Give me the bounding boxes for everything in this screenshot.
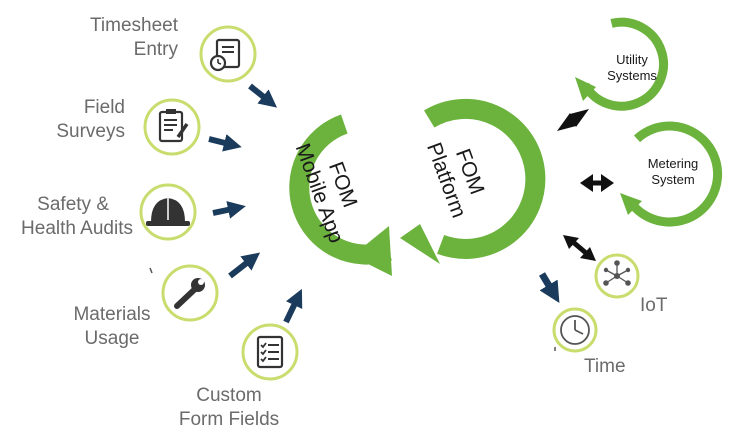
metering-system-ring <box>620 121 723 227</box>
utility-line2: Systems <box>607 68 657 83</box>
label-materials-line1: Materials <box>73 304 151 325</box>
label-field-surveys-line2: Surveys <box>56 121 125 142</box>
label-timesheet-line2: Entry <box>133 39 178 60</box>
icon-field-surveys <box>143 98 201 156</box>
arrow-custom-forms <box>283 288 303 324</box>
metering-line2: System <box>651 172 695 187</box>
utility-line1: Utility <box>616 52 648 67</box>
metering-line1: Metering <box>647 156 699 171</box>
label-custom-line2: Form Fields <box>178 409 280 430</box>
label-materials-usage: Materials Usage <box>60 303 164 351</box>
label-metering-system: Metering System <box>633 156 713 188</box>
double-arrow-utility <box>557 109 589 131</box>
label-custom-line1: Custom <box>196 385 262 406</box>
double-arrows <box>557 109 614 261</box>
label-timesheet-entry: Timesheet Entry <box>90 14 178 62</box>
double-arrow-iot <box>563 235 596 261</box>
platform-ring-arrowhead <box>400 224 440 264</box>
icon-safety-audits <box>139 183 197 241</box>
fom-platform-ring <box>400 99 546 264</box>
label-utility-systems: Utility Systems <box>594 52 670 84</box>
label-safety-health-audits: Safety & Health Audits <box>4 193 133 241</box>
icon-custom-form-fields <box>241 323 299 381</box>
input-arrows <box>208 83 303 324</box>
utility-systems-ring <box>575 17 668 111</box>
iot-text: IoT <box>640 295 668 316</box>
label-time: Time <box>584 355 634 379</box>
label-safety-line1: Safety & <box>37 194 109 215</box>
label-custom-form-fields: Custom Form Fields <box>172 384 286 432</box>
arrow-safety <box>212 201 246 219</box>
arrow-time <box>538 272 560 304</box>
double-arrow-metering <box>580 174 614 192</box>
icon-time <box>552 307 598 353</box>
arrow-timesheet <box>248 83 278 108</box>
label-field-surveys-line1: Field <box>83 97 125 118</box>
label-timesheet-line1: Timesheet <box>90 15 178 36</box>
icon-iot <box>594 253 640 299</box>
label-materials-line2: Usage <box>84 328 140 349</box>
label-safety-line2: Health Audits <box>21 218 133 239</box>
label-iot: IoT <box>640 294 680 318</box>
mobile-app-ring-arrowhead <box>352 226 392 276</box>
fom-mobile-app-ring <box>289 114 392 276</box>
icon-timesheet <box>199 25 257 83</box>
stray-mark <box>149 267 153 274</box>
icon-materials-usage <box>161 264 219 322</box>
time-text: Time <box>584 356 626 377</box>
label-field-surveys: Field Surveys <box>50 96 125 144</box>
arrow-materials <box>228 252 261 279</box>
arrow-field-surveys <box>208 134 242 152</box>
